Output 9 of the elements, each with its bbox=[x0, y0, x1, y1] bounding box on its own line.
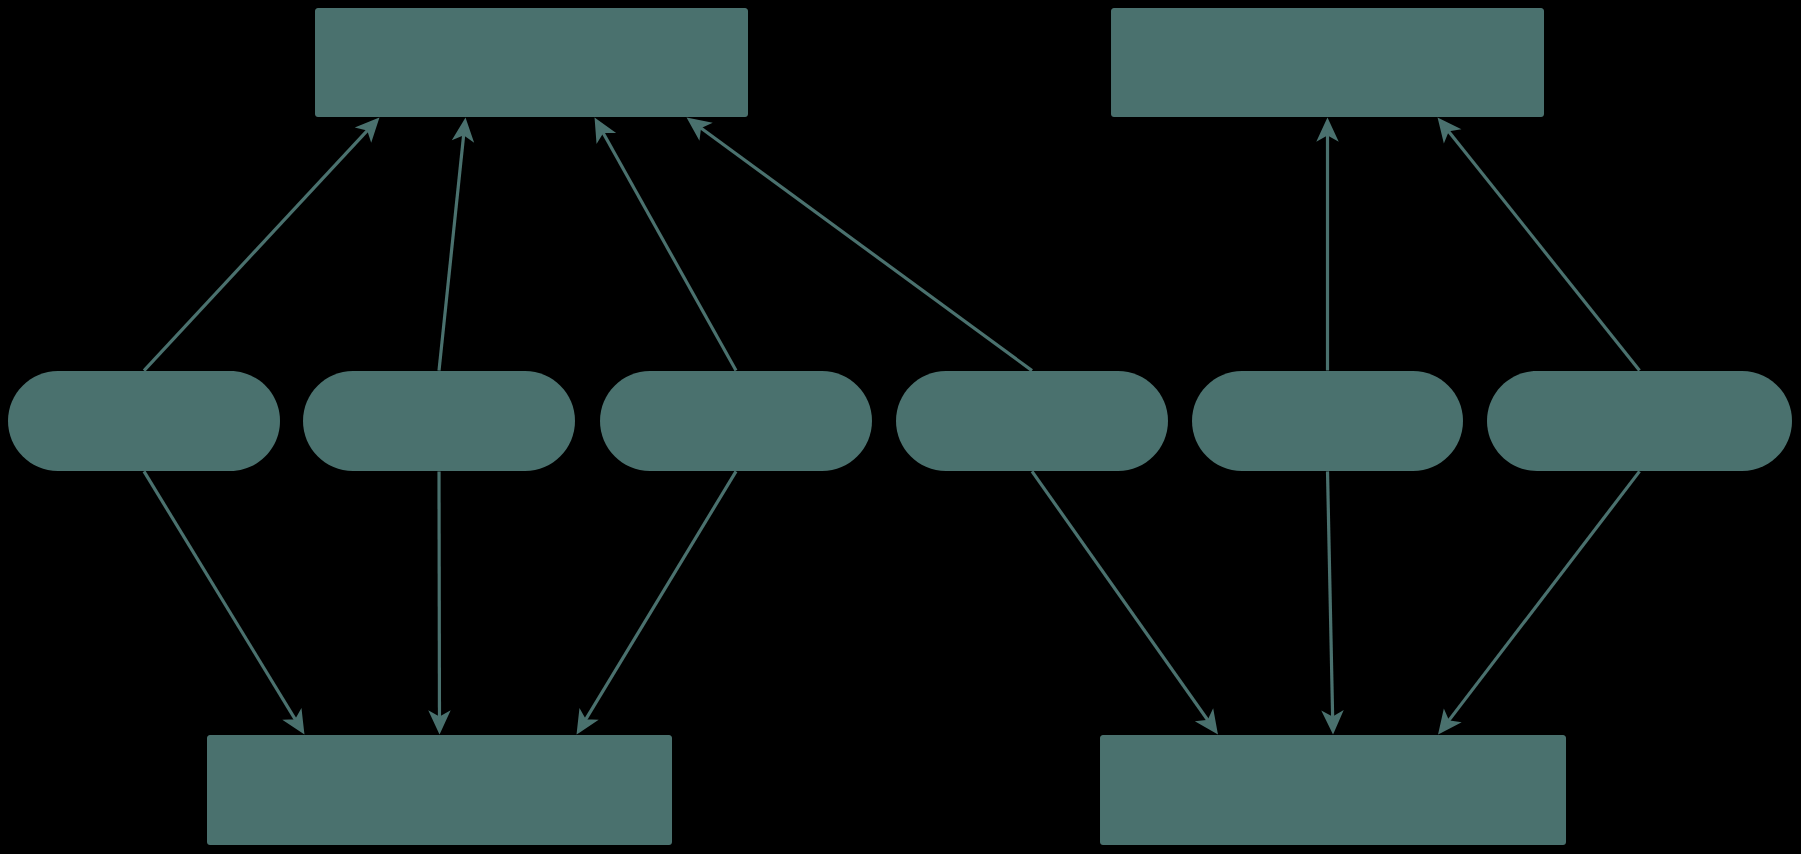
rectangle-box bbox=[207, 735, 672, 845]
rectangle-box bbox=[1111, 8, 1544, 117]
rounded-pill bbox=[600, 371, 872, 471]
rectangle-box bbox=[315, 8, 748, 117]
rounded-pill bbox=[1487, 371, 1792, 471]
rounded-pill bbox=[303, 371, 575, 471]
rounded-pill bbox=[8, 371, 280, 471]
rectangle-box bbox=[1100, 735, 1566, 845]
rounded-pill bbox=[896, 371, 1168, 471]
